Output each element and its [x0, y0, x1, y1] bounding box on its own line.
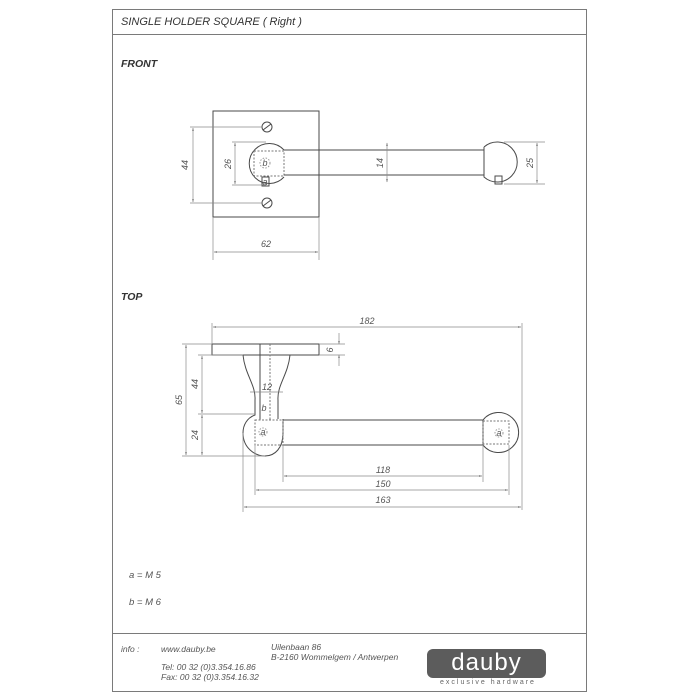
end-knob-top — [482, 412, 520, 453]
dim-plate-thickness: 6 — [325, 347, 335, 352]
svg-text:b: b — [261, 403, 266, 413]
drawing-sheet: SINGLE HOLDER SQUARE ( Right ) FRONT TOP… — [112, 9, 587, 692]
svg-text:a: a — [262, 177, 267, 187]
svg-text:a: a — [496, 428, 501, 438]
top-dimensions — [182, 323, 523, 512]
dauby-logo: dauby — [427, 649, 546, 678]
plate-side — [211, 343, 320, 356]
svg-text:a: a — [260, 427, 265, 437]
dim-knuckle: 24 — [190, 430, 200, 441]
website-link[interactable]: www.dauby.be — [161, 644, 216, 654]
dim-bar-inner: 118 — [376, 465, 390, 475]
address-line-2: B-2160 Wommelgem / Antwerpen — [271, 652, 399, 662]
end-knob — [483, 141, 518, 183]
legend-b: b = M 6 — [129, 597, 161, 608]
front-dimensions — [190, 126, 545, 260]
dim-end-dia: 25 — [525, 157, 535, 169]
front-view-label: FRONT — [121, 58, 158, 70]
legend-a: a = M 5 — [129, 570, 161, 581]
dim-neck-dia: 12 — [262, 382, 272, 392]
screw-icon — [261, 197, 273, 209]
screw-icon — [261, 121, 273, 133]
top-view — [211, 343, 520, 457]
drawing-title: SINGLE HOLDER SQUARE ( Right ) — [121, 16, 302, 28]
grub-screw — [261, 176, 270, 187]
title-bar: SINGLE HOLDER SQUARE ( Right ) — [113, 10, 586, 35]
footer: info : www.dauby.be Tel: 00 32 (0)3.354.… — [113, 633, 586, 693]
svg-text:b: b — [262, 158, 267, 168]
rose-circle — [248, 143, 285, 184]
fax: Fax: 00 32 (0)3.354.16.32 — [161, 672, 259, 682]
dim-rose-dia: 26 — [223, 159, 233, 170]
address-line-1: Uilenbaan 86 — [271, 642, 322, 652]
dim-bar-thickness: 14 — [375, 158, 385, 168]
dim-overall-length: 182 — [359, 316, 374, 326]
square-plate — [212, 110, 320, 218]
logo-tagline: exclusive hardware — [440, 679, 536, 686]
dim-total-projection: 65 — [174, 394, 184, 405]
dim-bar-outer: 163 — [375, 495, 390, 505]
dim-plate-width: 62 — [261, 239, 271, 249]
dim-neck-height: 44 — [190, 379, 200, 389]
dim-plate-height: 44 — [180, 160, 190, 170]
info-label: info : — [121, 644, 140, 654]
phone: Tel: 00 32 (0)3.354.16.86 — [161, 662, 256, 672]
dim-bar-centers: 150 — [375, 479, 390, 489]
top-view-label: TOP — [121, 291, 143, 303]
